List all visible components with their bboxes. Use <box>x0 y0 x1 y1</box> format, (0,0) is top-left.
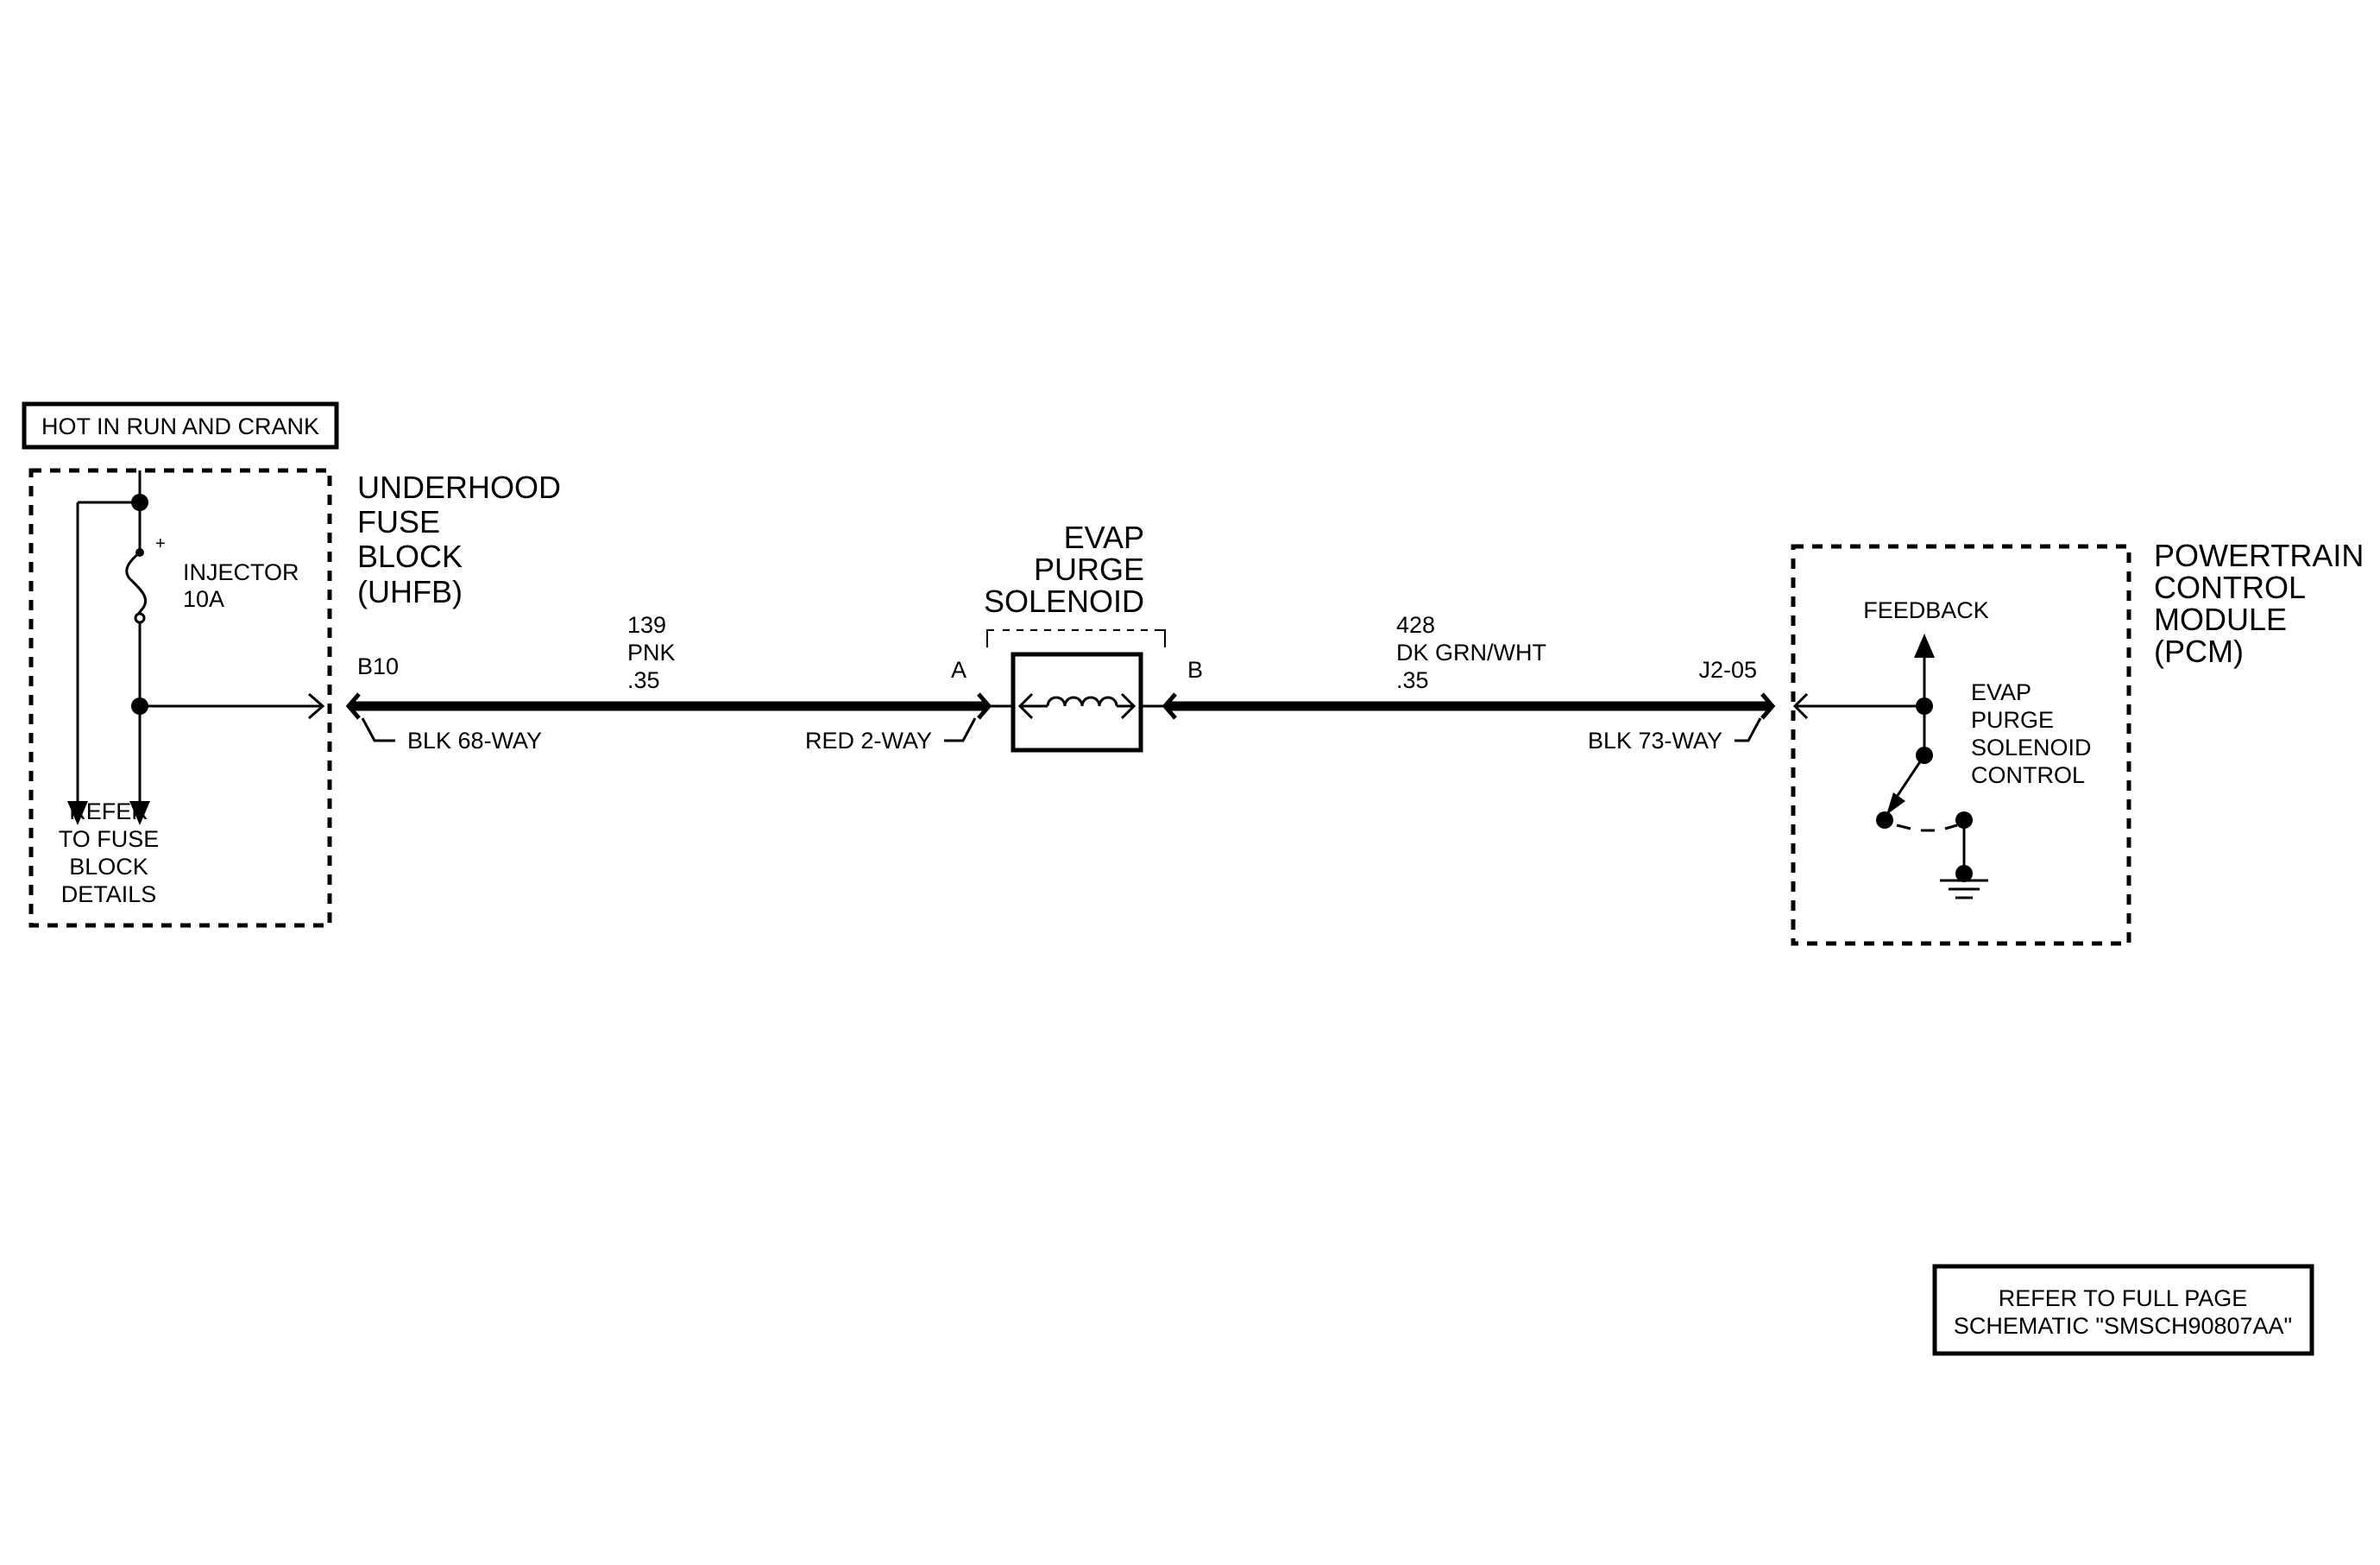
svg-text:UNDERHOOD: UNDERHOOD <box>357 470 561 505</box>
svg-text:CONTROL: CONTROL <box>2154 570 2306 605</box>
refer-fuse-line-3: BLOCK <box>69 854 148 880</box>
control-label-line-1: EVAP <box>1971 679 2031 705</box>
fuse-rating-label: 10A <box>183 586 224 612</box>
ground-icon <box>1940 879 1988 899</box>
refer-fuse-line-2: TO FUSE <box>59 826 160 852</box>
power-banner: HOT IN RUN AND CRANK <box>22 401 339 450</box>
control-label-line-3: SOLENOID <box>1971 735 2092 760</box>
wire-circuit-label: 139 <box>627 612 666 638</box>
connector-chevron-icon <box>1760 692 1776 720</box>
wire-428: B 428 DK GRN/WHT .35 J2-05 BLK 73-WAY <box>1162 612 1776 754</box>
refer-note-line-1: REFER TO FULL PAGE <box>1999 1285 2248 1311</box>
pcm-module: FEEDBACK EVAP PURGE SOLENOID CONTROL <box>1791 544 2131 946</box>
wire-gauge-label: .35 <box>627 667 660 693</box>
fuse-name-label: INJECTOR <box>183 559 299 585</box>
fuse-icon <box>125 502 148 706</box>
svg-text:MODULE: MODULE <box>2154 602 2287 637</box>
svg-text:EVAP: EVAP <box>1064 520 1144 555</box>
arrow-down-icon <box>67 801 88 825</box>
refer-note-line-2: SCHEMATIC "SMSCH90807AA" <box>1954 1313 2292 1339</box>
arrow-up-icon <box>1914 634 1935 658</box>
arrow-down-icon <box>129 801 150 825</box>
connector-label-blk-68: BLK 68-WAY <box>407 728 542 754</box>
uhfb-module: + INJECTOR 10A REFER TO FUSE BLOCK DETAI… <box>28 468 332 928</box>
pin-label-j2-05: J2-05 <box>1698 657 1757 683</box>
evap-purge-solenoid: EVAP PURGE SOLENOID <box>984 520 1166 753</box>
control-label-line-4: CONTROL <box>1971 762 2085 788</box>
wire-gauge-label: .35 <box>1396 667 1429 693</box>
pin-label-a: A <box>951 657 966 683</box>
pin-label-b10: B10 <box>357 653 399 679</box>
connector-chevron-icon <box>308 692 325 720</box>
power-banner-text: HOT IN RUN AND CRANK <box>41 413 319 439</box>
connector-chevron-icon <box>345 692 361 720</box>
svg-text:(PCM): (PCM) <box>2154 634 2244 669</box>
svg-text:BLOCK: BLOCK <box>357 539 463 574</box>
feedback-label: FEEDBACK <box>1863 597 1989 623</box>
uhfb-title: UNDERHOOD FUSE BLOCK (UHFB) <box>357 470 561 609</box>
coil-icon <box>1017 692 1136 720</box>
connector-label-blk-73: BLK 73-WAY <box>1588 728 1722 754</box>
refer-fuse-line-1: REFER <box>69 798 148 824</box>
pcm-title: POWERTRAIN CONTROL MODULE (PCM) <box>2154 538 2364 669</box>
refer-note-box: REFER TO FULL PAGE SCHEMATIC "SMSCH90807… <box>1932 1264 2314 1356</box>
svg-text:PURGE: PURGE <box>1034 552 1144 587</box>
svg-text:SOLENOID: SOLENOID <box>984 584 1144 619</box>
wire-139: B10 139 PNK .35 BLK 68-WAY RED 2-WAY A <box>345 612 992 754</box>
svg-text:POWERTRAIN: POWERTRAIN <box>2154 538 2364 573</box>
svg-text:(UHFB): (UHFB) <box>357 574 463 609</box>
wire-circuit-label: 428 <box>1396 612 1435 638</box>
switch-icon <box>1876 754 1973 882</box>
svg-text:FUSE: FUSE <box>357 504 440 540</box>
pin-label-b: B <box>1187 657 1203 683</box>
refer-fuse-line-4: DETAILS <box>61 881 157 907</box>
connector-chevron-icon <box>1162 692 1177 720</box>
wire-color-label: PNK <box>627 640 676 666</box>
control-label-line-2: PURGE <box>1971 707 2054 733</box>
connector-label-red-2: RED 2-WAY <box>805 728 932 754</box>
wire-color-label: DK GRN/WHT <box>1396 640 1546 666</box>
fuse-polarity-label: + <box>155 534 166 553</box>
